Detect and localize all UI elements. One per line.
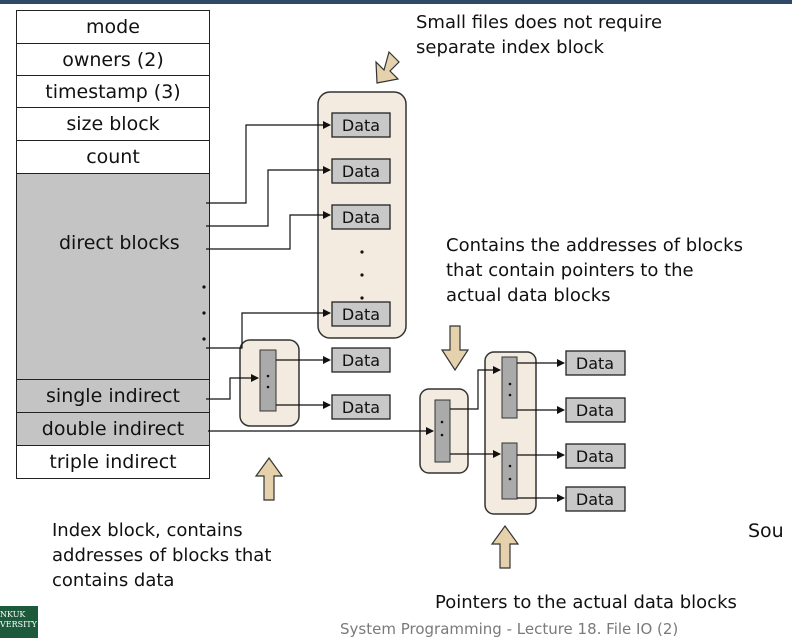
data-label: Data — [576, 447, 614, 466]
truncated-source-label: Sou — [748, 520, 784, 542]
data-label: Data — [576, 490, 614, 509]
small-files-note: Small files does not require separate in… — [416, 10, 662, 60]
index-bar-dots — [266, 374, 512, 481]
data-box: Data — [331, 347, 391, 373]
data-label: Data — [342, 351, 380, 370]
contains-addresses-arrow — [440, 325, 470, 372]
data-label: Data — [576, 354, 614, 373]
note-line: Contains the addresses of blocks — [446, 235, 743, 256]
data-box: Data — [331, 394, 391, 420]
pointer-arrows — [206, 121, 565, 502]
data-label: Data — [342, 162, 380, 181]
logo-line: VERSITY — [0, 620, 37, 629]
index-block-note: Index block, contains addresses of block… — [52, 518, 271, 593]
small-files-arrow — [375, 50, 400, 84]
index-bars — [259, 349, 518, 500]
note-line: that contain pointers to the — [446, 260, 694, 281]
data-box: Data — [331, 112, 391, 138]
data-box: Data — [331, 204, 391, 230]
pointers-note: Pointers to the actual data blocks — [435, 592, 737, 613]
note-line: separate index block — [416, 37, 604, 58]
inode-single-indirect: single indirect — [16, 379, 210, 413]
logo-line: NKUK — [0, 610, 26, 619]
note-line: Index block, contains — [52, 520, 243, 541]
data-box: Data — [565, 443, 626, 469]
note-line: Small files does not require — [416, 12, 663, 33]
data-box: Data — [565, 350, 626, 376]
data-label: Data — [342, 398, 380, 417]
note-line: addresses of blocks that — [52, 545, 272, 566]
data-box: Data — [331, 301, 391, 327]
note-line: actual data blocks — [446, 285, 611, 306]
inode-triple-indirect: triple indirect — [16, 445, 210, 479]
data-box: Data — [565, 486, 626, 512]
top-bar — [0, 0, 792, 4]
data-ellipsis — [360, 250, 364, 300]
data-box: Data — [331, 158, 391, 184]
data-label: Data — [342, 208, 380, 227]
data-label: Data — [342, 116, 380, 135]
contains-addresses-note: Contains the addresses of blocks that co… — [446, 233, 743, 308]
data-label: Data — [576, 401, 614, 420]
pointer-blocks-group — [484, 351, 537, 515]
footer-title: System Programming - Lecture 18. File IO… — [340, 620, 679, 638]
note-line: contains data — [52, 570, 175, 591]
direct-blocks-ellipsis — [202, 285, 206, 341]
data-label: Data — [342, 305, 380, 324]
inode-direct-blocks: direct blocks — [16, 173, 210, 380]
index-block-arrow — [254, 456, 284, 501]
university-logo: NKUK VERSITY — [0, 606, 38, 638]
inode-double-indirect: double indirect — [16, 412, 210, 446]
data-box: Data — [565, 397, 626, 423]
pointers-arrow — [490, 524, 520, 569]
